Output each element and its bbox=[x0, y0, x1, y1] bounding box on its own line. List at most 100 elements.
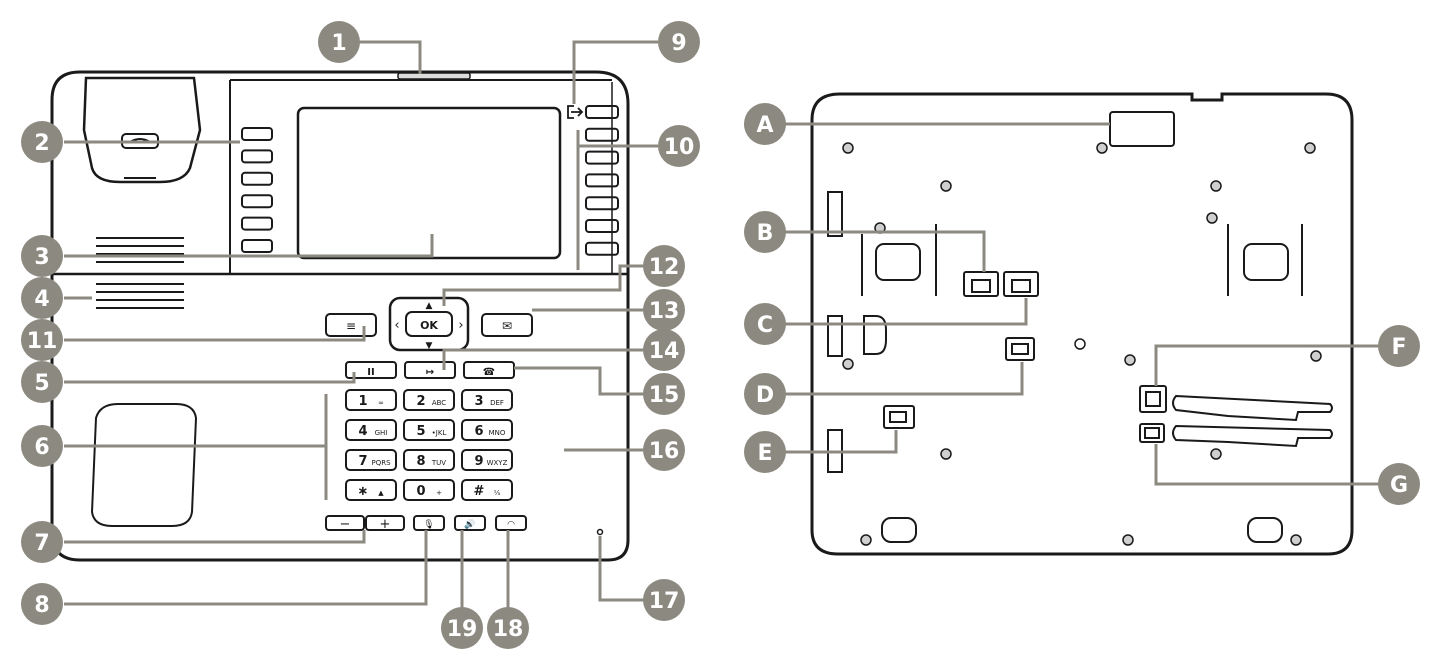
keypad-key[interactable] bbox=[461, 449, 513, 471]
callout-circle bbox=[744, 303, 786, 345]
callout-circle bbox=[21, 319, 63, 361]
keypad-key[interactable] bbox=[461, 419, 513, 441]
right-softkey[interactable] bbox=[585, 150, 619, 165]
nav-up-icon: ▲ bbox=[426, 301, 433, 311]
callout-badge: 11 bbox=[21, 319, 63, 361]
callout-label: 15 bbox=[649, 383, 680, 408]
clip-top bbox=[827, 191, 843, 237]
volume-down-button[interactable] bbox=[325, 515, 365, 531]
key-letters: GHI bbox=[375, 429, 388, 437]
screw bbox=[1210, 448, 1222, 460]
transfer-icon: ↦ bbox=[426, 367, 435, 378]
left-softkey[interactable] bbox=[241, 216, 273, 231]
keypad-key[interactable] bbox=[345, 419, 397, 441]
left-softkey[interactable] bbox=[241, 171, 273, 186]
right-softkey[interactable] bbox=[585, 196, 619, 211]
speaker-icon: 🔊 bbox=[464, 518, 475, 530]
callout-label: 10 bbox=[664, 135, 695, 160]
keypad-key[interactable] bbox=[461, 389, 513, 411]
callout-badge: E bbox=[744, 431, 786, 473]
right-softkey[interactable] bbox=[585, 219, 619, 233]
speaker-button[interactable] bbox=[454, 515, 486, 531]
ok-button[interactable] bbox=[405, 311, 453, 337]
message-button[interactable] bbox=[481, 313, 533, 337]
headset-button[interactable] bbox=[495, 515, 527, 531]
callout-badge: 14 bbox=[643, 329, 685, 371]
hold-button[interactable] bbox=[345, 361, 397, 379]
keypad-key[interactable] bbox=[345, 449, 397, 471]
volume-minus-label: − bbox=[340, 517, 351, 532]
keypad-key[interactable] bbox=[403, 449, 455, 471]
conference-button[interactable] bbox=[463, 361, 515, 379]
key-digit: # bbox=[474, 484, 485, 499]
screw bbox=[1122, 534, 1134, 546]
headset-icon: ◠ bbox=[507, 520, 515, 530]
nav-left-icon: ‹ bbox=[394, 318, 399, 333]
right-softkey[interactable] bbox=[585, 105, 619, 119]
callout-badge: 12 bbox=[643, 245, 685, 287]
callout-badge: 5 bbox=[21, 361, 63, 403]
transfer-button[interactable] bbox=[404, 361, 456, 379]
callout-badge: C bbox=[744, 303, 786, 345]
callout-circle bbox=[643, 289, 685, 331]
navigator[interactable] bbox=[388, 296, 470, 352]
key-digit: 6 bbox=[474, 424, 483, 439]
mute-button[interactable] bbox=[413, 515, 445, 531]
callout-label: 12 bbox=[649, 255, 680, 280]
screw bbox=[860, 534, 872, 546]
mute-icon: 🎙 bbox=[423, 519, 434, 530]
left-softkey[interactable] bbox=[241, 239, 273, 253]
callout-circle bbox=[643, 579, 685, 621]
keypad-key[interactable] bbox=[345, 389, 397, 411]
key-letters: ¹⁄ₐ bbox=[494, 489, 501, 497]
callout-badge: F bbox=[1378, 325, 1420, 367]
handset-headset-ports bbox=[1139, 385, 1167, 443]
key-letters: PQRS bbox=[371, 459, 391, 467]
callout-circle bbox=[643, 373, 685, 415]
key-digit: 8 bbox=[416, 454, 425, 469]
key-letters: + bbox=[436, 489, 442, 497]
foot-left bbox=[881, 517, 917, 543]
callout-circle bbox=[744, 373, 786, 415]
keypad-key[interactable] bbox=[345, 479, 397, 501]
screw bbox=[1290, 534, 1302, 546]
left-softkey[interactable] bbox=[241, 127, 273, 141]
callout-badge: 7 bbox=[21, 521, 63, 563]
pause-icon: II bbox=[367, 367, 374, 378]
right-softkey[interactable] bbox=[585, 173, 619, 188]
back-body bbox=[810, 92, 1354, 556]
callout-label: 2 bbox=[34, 131, 49, 156]
menu-button[interactable] bbox=[325, 313, 377, 337]
callout-circle bbox=[21, 425, 63, 467]
usb-port bbox=[1109, 111, 1175, 147]
keypad-key[interactable] bbox=[403, 479, 455, 501]
keypad-key[interactable] bbox=[403, 389, 455, 411]
callout-badge: G bbox=[1378, 463, 1420, 505]
right-softkey[interactable] bbox=[585, 241, 619, 256]
volume-up-button[interactable] bbox=[365, 515, 405, 531]
screw bbox=[842, 358, 854, 370]
callout-label: 5 bbox=[34, 371, 49, 396]
cable-channel-bottom bbox=[1172, 424, 1333, 448]
callout-badge: A bbox=[744, 103, 786, 145]
callout-badge: 10 bbox=[658, 125, 700, 167]
key-digit: 7 bbox=[358, 454, 367, 469]
envelope-icon: ✉ bbox=[502, 319, 512, 333]
key-letters: DEF bbox=[490, 399, 504, 407]
left-softkey[interactable] bbox=[241, 194, 273, 209]
key-digit: ∗ bbox=[358, 484, 369, 499]
nav-right-icon: › bbox=[458, 318, 463, 333]
logout-icon bbox=[567, 105, 584, 119]
keypad-key[interactable] bbox=[461, 479, 513, 501]
left-softkey[interactable] bbox=[241, 149, 273, 164]
callout-circle bbox=[744, 103, 786, 145]
right-softkey[interactable] bbox=[585, 127, 619, 142]
screw bbox=[842, 142, 854, 154]
callout-label: 7 bbox=[34, 531, 49, 556]
keypad-key[interactable] bbox=[403, 419, 455, 441]
callout-label: G bbox=[1390, 473, 1408, 498]
